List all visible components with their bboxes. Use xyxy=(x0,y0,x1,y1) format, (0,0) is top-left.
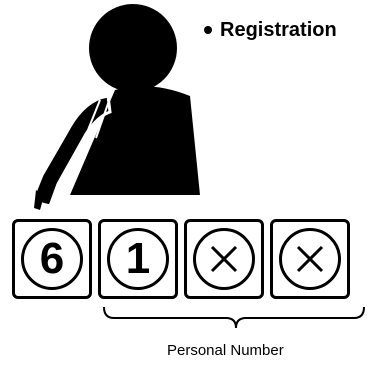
key-digit-label: 1 xyxy=(126,237,150,281)
personal-number-caption: Personal Number xyxy=(167,342,367,360)
legend: Registration xyxy=(204,18,337,42)
keypad-row: 6 1 xyxy=(12,219,350,299)
key-ring: 1 xyxy=(107,228,169,290)
key-digit-6[interactable]: 6 xyxy=(12,219,92,299)
personal-number-brace xyxy=(104,307,364,328)
key-ring: 6 xyxy=(21,228,83,290)
key-placeholder-x[interactable] xyxy=(270,219,350,299)
legend-label: Registration xyxy=(220,18,337,42)
key-digit-label: 6 xyxy=(40,237,64,281)
key-placeholder-x[interactable] xyxy=(184,219,264,299)
x-icon xyxy=(292,241,328,277)
bullet-icon xyxy=(204,26,212,34)
person-head xyxy=(89,4,177,92)
key-ring xyxy=(193,228,255,290)
key-digit-1[interactable]: 1 xyxy=(98,219,178,299)
key-ring xyxy=(279,228,341,290)
x-icon xyxy=(206,241,242,277)
